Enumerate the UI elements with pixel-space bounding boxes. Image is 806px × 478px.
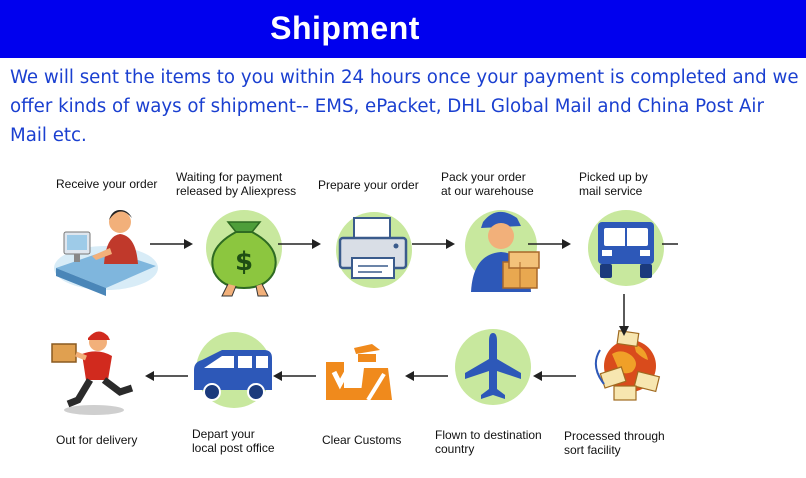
arrow-right-1 bbox=[150, 239, 193, 249]
warehouse-worker-icon bbox=[465, 210, 540, 292]
arrow-right-4 bbox=[528, 239, 571, 249]
delivery-man-icon bbox=[51, 331, 134, 415]
arrow-right-2 bbox=[278, 239, 321, 249]
step-label-out-for-delivery: Out for delivery bbox=[56, 433, 138, 447]
step-label-flown: Flown to destination country bbox=[435, 428, 542, 456]
step-label-pack-order: Pack your order at our warehouse bbox=[441, 170, 534, 198]
van-icon bbox=[194, 332, 272, 408]
customs-officer-icon bbox=[326, 344, 392, 402]
step-label-receive-order: Receive your order bbox=[56, 177, 158, 191]
printer-icon bbox=[336, 212, 412, 288]
arrow-tail-right bbox=[662, 243, 678, 245]
person-at-computer-icon bbox=[54, 210, 158, 296]
step-label-picked-up: Picked up by mail service bbox=[579, 170, 648, 198]
arrow-left-1 bbox=[533, 371, 576, 381]
step-label-depart-post-office: Depart your local post office bbox=[192, 427, 275, 455]
arrow-down bbox=[619, 294, 629, 336]
arrow-right-3 bbox=[412, 239, 455, 249]
arrow-left-4 bbox=[145, 371, 188, 381]
airplane-icon bbox=[455, 329, 531, 405]
truck-icon bbox=[588, 210, 664, 286]
arrow-left-2 bbox=[405, 371, 448, 381]
step-label-waiting-payment: Waiting for payment released by Aliexpre… bbox=[176, 170, 297, 198]
step-label-sort-facility: Processed through sort facility bbox=[564, 429, 665, 457]
svg-text:$: $ bbox=[235, 247, 253, 277]
page-title: Shipment bbox=[270, 10, 420, 46]
step-label-clear-customs: Clear Customs bbox=[322, 433, 402, 447]
step-label-prepare-order: Prepare your order bbox=[318, 178, 419, 192]
header-banner: Shipment bbox=[0, 0, 806, 58]
money-bag-icon: $ bbox=[206, 210, 282, 297]
globe-mail-icon bbox=[594, 329, 661, 401]
intro-text: We will sent the items to you within 24 … bbox=[10, 67, 799, 146]
arrow-left-3 bbox=[273, 371, 316, 381]
